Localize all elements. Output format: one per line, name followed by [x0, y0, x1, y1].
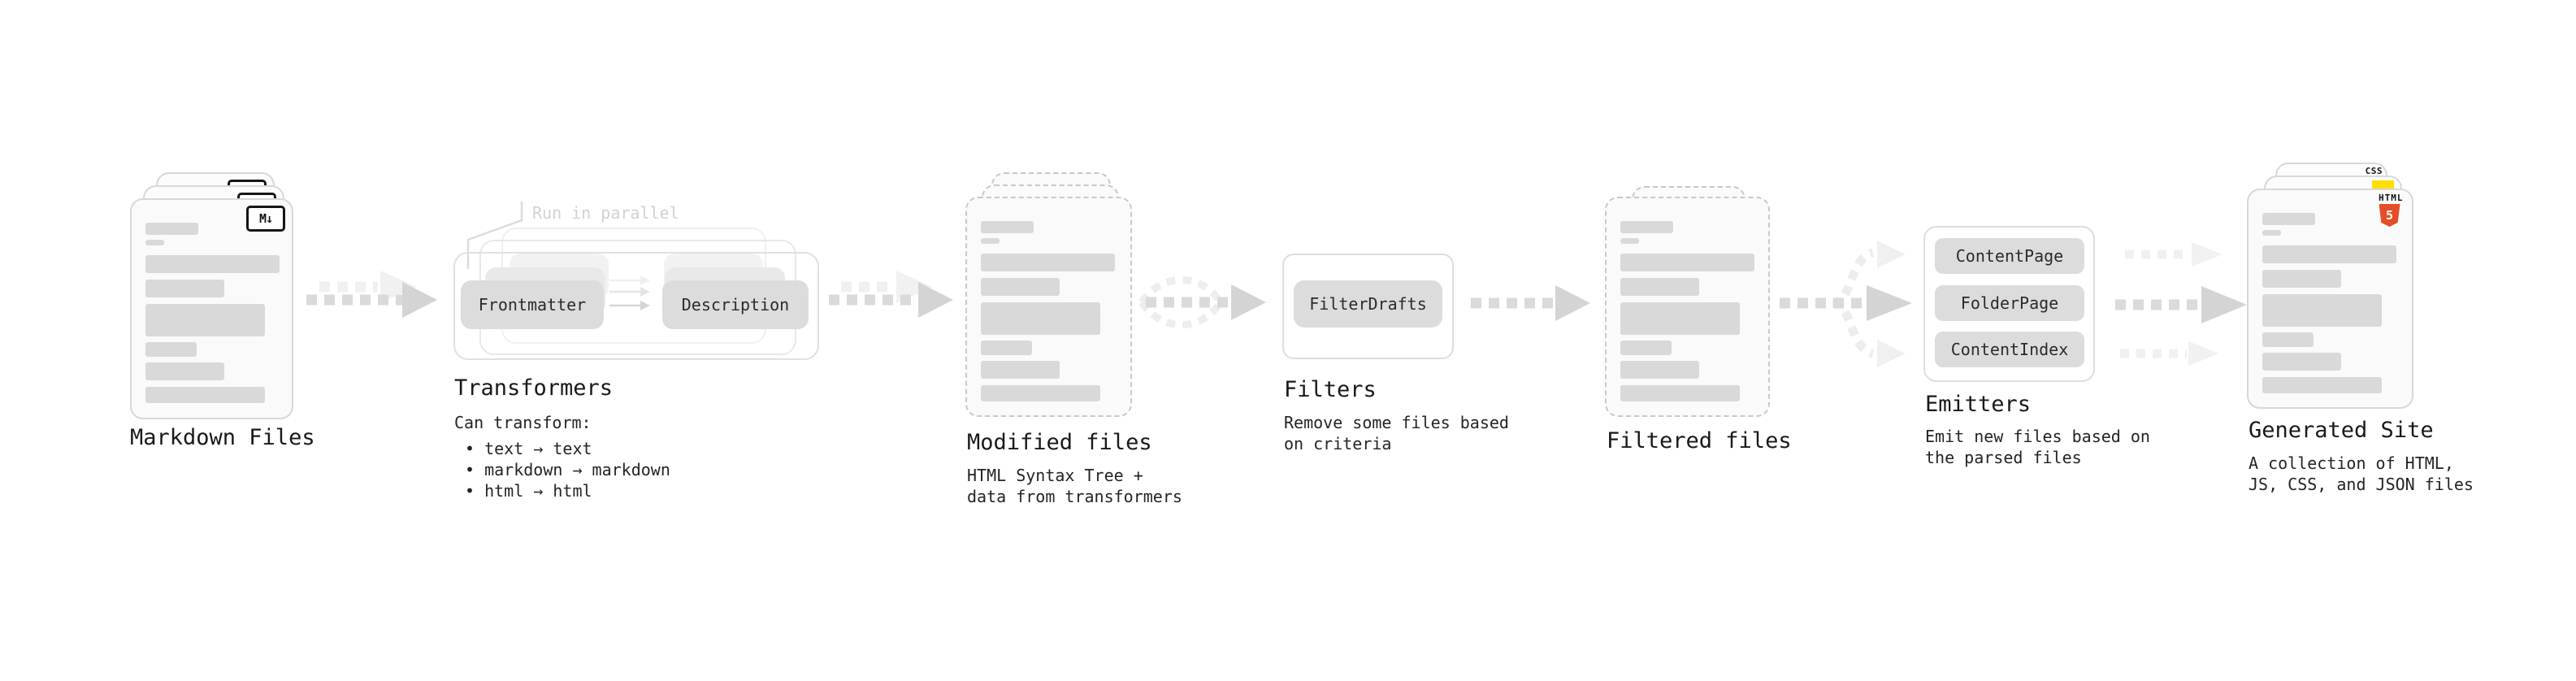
css-label: CSS	[2365, 166, 2383, 176]
document-text-placeholder	[2249, 190, 2412, 393]
transformer-chip-description: Description	[662, 280, 809, 329]
arrow-emitters-to-generated-icon	[2115, 242, 2247, 366]
arrow-filters-to-filtered-icon	[1471, 285, 1590, 321]
arrow-filtered-to-emitters-fork-icon	[1780, 241, 1912, 367]
transformers-bullet: • html → html	[465, 481, 592, 501]
generated-site-subtitle: JS, CSS, and JSON files	[2249, 475, 2474, 494]
emitter-chip-folderpage: FolderPage	[1935, 285, 2084, 321]
filter-chip-filterdrafts: FilterDrafts	[1294, 280, 1442, 327]
run-in-parallel-leader-line	[466, 202, 523, 269]
document-text-placeholder	[1607, 198, 1768, 401]
transformers-note-heading: Can transform:	[454, 413, 592, 432]
transformers-bullet: • markdown → markdown	[465, 460, 670, 479]
transformers-frame-front	[453, 252, 819, 360]
html5-shield: 5	[2379, 204, 2400, 227]
stage-title-generated-site: Generated Site	[2249, 418, 2434, 443]
modified-file-card-front	[965, 197, 1132, 417]
run-in-parallel-label: Run in parallel	[532, 203, 679, 223]
html5-number: 5	[2385, 208, 2394, 223]
html5-icon: HTML 5	[2379, 193, 2404, 227]
generated-site-subtitle: A collection of HTML,	[2249, 453, 2454, 473]
filters-subtitle: Remove some files based	[1284, 413, 1509, 432]
emitter-chip-contentindex: ContentIndex	[1935, 332, 2084, 367]
arrow-transformers-to-modified-icon	[829, 271, 953, 318]
markdown-file-card-front: M↓	[130, 198, 293, 419]
transformers-bullet: • text → text	[465, 439, 592, 458]
emitters-subtitle: Emit new files based on	[1925, 427, 2150, 446]
stage-title-transformers: Transformers	[454, 375, 614, 401]
generated-file-card-html: HTML 5	[2247, 189, 2413, 409]
stage-title-emitters: Emitters	[1925, 392, 2032, 417]
document-text-placeholder	[132, 200, 292, 403]
modified-files-subtitle: HTML Syntax Tree +	[967, 466, 1143, 485]
markdown-icon: M↓	[246, 206, 285, 232]
emitter-chip-contentpage: ContentPage	[1935, 238, 2084, 274]
transformer-chip-frontmatter: Frontmatter	[461, 280, 604, 329]
filters-subtitle: on criteria	[1284, 434, 1392, 453]
stage-title-filtered-files: Filtered files	[1607, 428, 1792, 453]
emitters-subtitle: the parsed files	[1925, 448, 2082, 467]
arrow-markdown-to-transformers-icon	[306, 271, 437, 318]
document-text-placeholder	[967, 198, 1130, 401]
filtered-file-card-front	[1605, 197, 1770, 417]
html5-label: HTML	[2379, 193, 2404, 203]
stage-title-filters: Filters	[1284, 377, 1377, 402]
modified-files-subtitle: data from transformers	[967, 487, 1182, 506]
stage-title-markdown-files: Markdown Files	[130, 425, 315, 450]
arrow-modified-to-filters-icon	[1138, 275, 1266, 329]
stage-title-modified-files: Modified files	[967, 430, 1152, 455]
transform-flow-arrows-icon	[609, 275, 650, 310]
